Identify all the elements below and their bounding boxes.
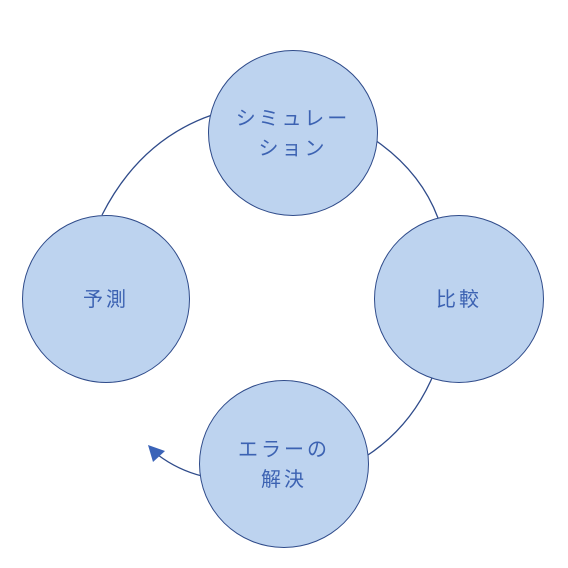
- node-comparison: 比較: [374, 215, 544, 383]
- node-prediction: 予測: [22, 215, 190, 383]
- node-prediction-label: 予測: [83, 287, 129, 311]
- connector-comparison-to-error: [364, 377, 433, 458]
- connector-prediction-to-simulation: [101, 114, 213, 216]
- node-error-resolution: エラーの 解決: [199, 380, 369, 548]
- node-error-resolution-label: エラーの 解決: [238, 437, 330, 491]
- node-simulation-label: シミュレー ション: [235, 106, 351, 160]
- connector-error-to-prediction: [157, 454, 203, 477]
- arrowhead-icon: [148, 445, 165, 462]
- node-simulation: シミュレー ション: [208, 50, 378, 216]
- connector-simulation-to-comparison: [371, 137, 439, 219]
- node-comparison-label: 比較: [436, 287, 482, 311]
